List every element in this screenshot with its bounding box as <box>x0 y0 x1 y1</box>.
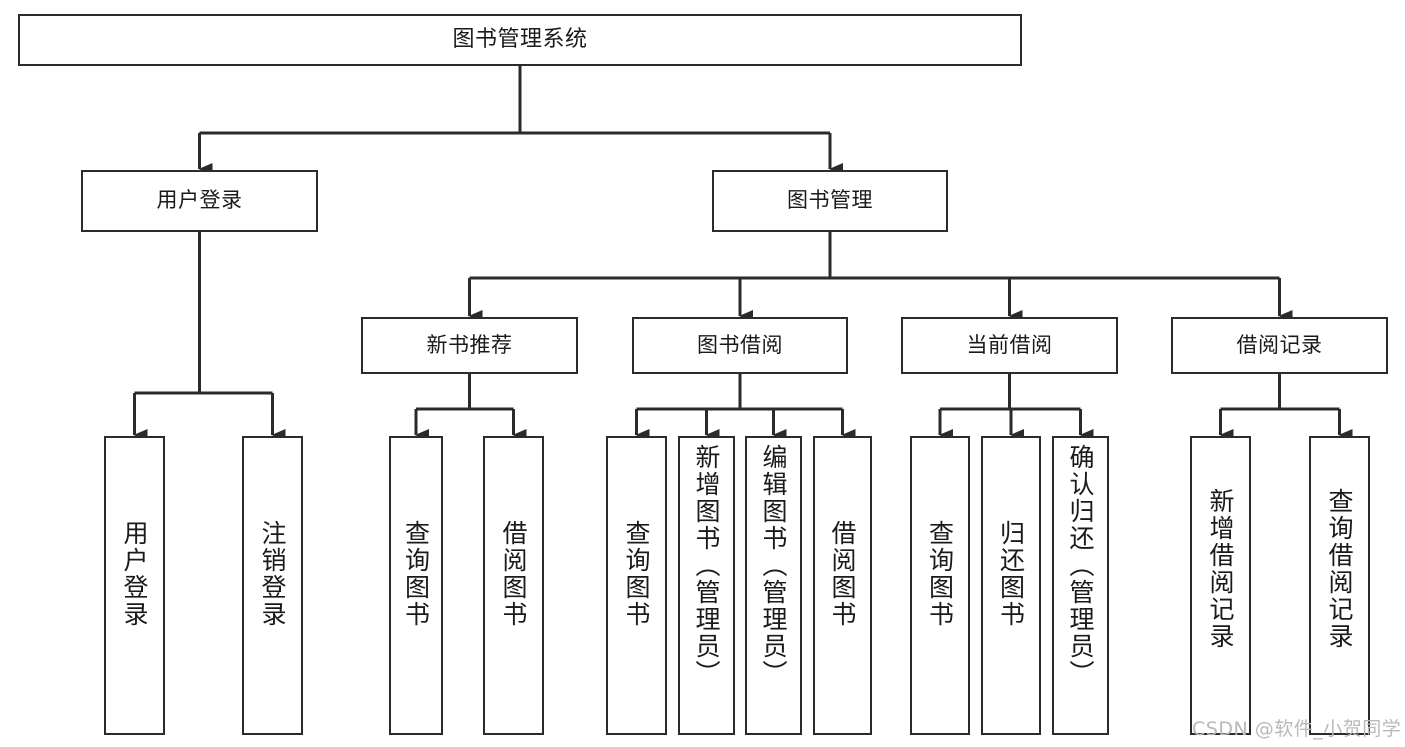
leaf-query-borrow-record[interactable]: 查询借阅记录 <box>1309 436 1370 735</box>
csdn-watermark: CSDN @软件_小贺同学 <box>1192 718 1402 740</box>
leaf-return-book[interactable]: 归还图书 <box>981 436 1041 735</box>
leaf-confirm-return-label: 确认归还（管理员） <box>1066 444 1095 687</box>
node-borrow-record-label: 借阅记录 <box>1236 332 1323 357</box>
leaf-logout-label: 注销登录 <box>258 520 287 628</box>
node-book-borrow[interactable]: 图书借阅 <box>632 317 848 374</box>
leaf-query-book-3-label: 查询图书 <box>925 520 955 628</box>
node-book-management-label: 图书管理 <box>787 188 873 213</box>
leaf-borrow-book-2[interactable]: 借阅图书 <box>813 436 872 735</box>
leaf-query-book-1-label: 查询图书 <box>401 520 431 628</box>
node-new-book-recommend-label: 新书推荐 <box>426 332 513 357</box>
leaf-query-book-2-label: 查询图书 <box>622 520 651 628</box>
leaf-add-book-label: 新增图书（管理员） <box>692 444 721 687</box>
node-root[interactable]: 图书管理系统 <box>18 14 1022 66</box>
leaf-borrow-book-1[interactable]: 借阅图书 <box>483 436 544 735</box>
node-book-management[interactable]: 图书管理 <box>712 170 948 232</box>
node-book-borrow-label: 图书借阅 <box>697 332 783 357</box>
node-root-label: 图书管理系统 <box>452 26 588 52</box>
leaf-query-book-3[interactable]: 查询图书 <box>910 436 970 735</box>
leaf-add-borrow-record[interactable]: 新增借阅记录 <box>1190 436 1251 735</box>
node-user-login[interactable]: 用户登录 <box>81 170 318 232</box>
leaf-add-borrow-record-label: 新增借阅记录 <box>1206 488 1235 650</box>
leaf-return-book-label: 归还图书 <box>996 520 1026 628</box>
node-borrow-record[interactable]: 借阅记录 <box>1171 317 1388 374</box>
leaf-edit-book[interactable]: 编辑图书（管理员） <box>745 436 802 735</box>
node-new-book-recommend[interactable]: 新书推荐 <box>361 317 578 374</box>
leaf-logout[interactable]: 注销登录 <box>242 436 303 735</box>
node-current-borrow[interactable]: 当前借阅 <box>901 317 1118 374</box>
leaf-query-book-2[interactable]: 查询图书 <box>606 436 667 735</box>
leaf-user-login-label: 用户登录 <box>120 520 149 628</box>
node-user-login-label: 用户登录 <box>156 188 243 213</box>
node-current-borrow-label: 当前借阅 <box>966 332 1053 357</box>
leaf-borrow-book-2-label: 借阅图书 <box>828 520 857 628</box>
leaf-confirm-return[interactable]: 确认归还（管理员） <box>1052 436 1109 735</box>
leaf-user-login[interactable]: 用户登录 <box>104 436 165 735</box>
leaf-add-book[interactable]: 新增图书（管理员） <box>678 436 735 735</box>
leaf-query-book-1[interactable]: 查询图书 <box>389 436 443 735</box>
leaf-query-borrow-record-label: 查询借阅记录 <box>1325 488 1354 650</box>
leaf-edit-book-label: 编辑图书（管理员） <box>759 444 788 687</box>
leaf-borrow-book-1-label: 借阅图书 <box>499 520 528 628</box>
